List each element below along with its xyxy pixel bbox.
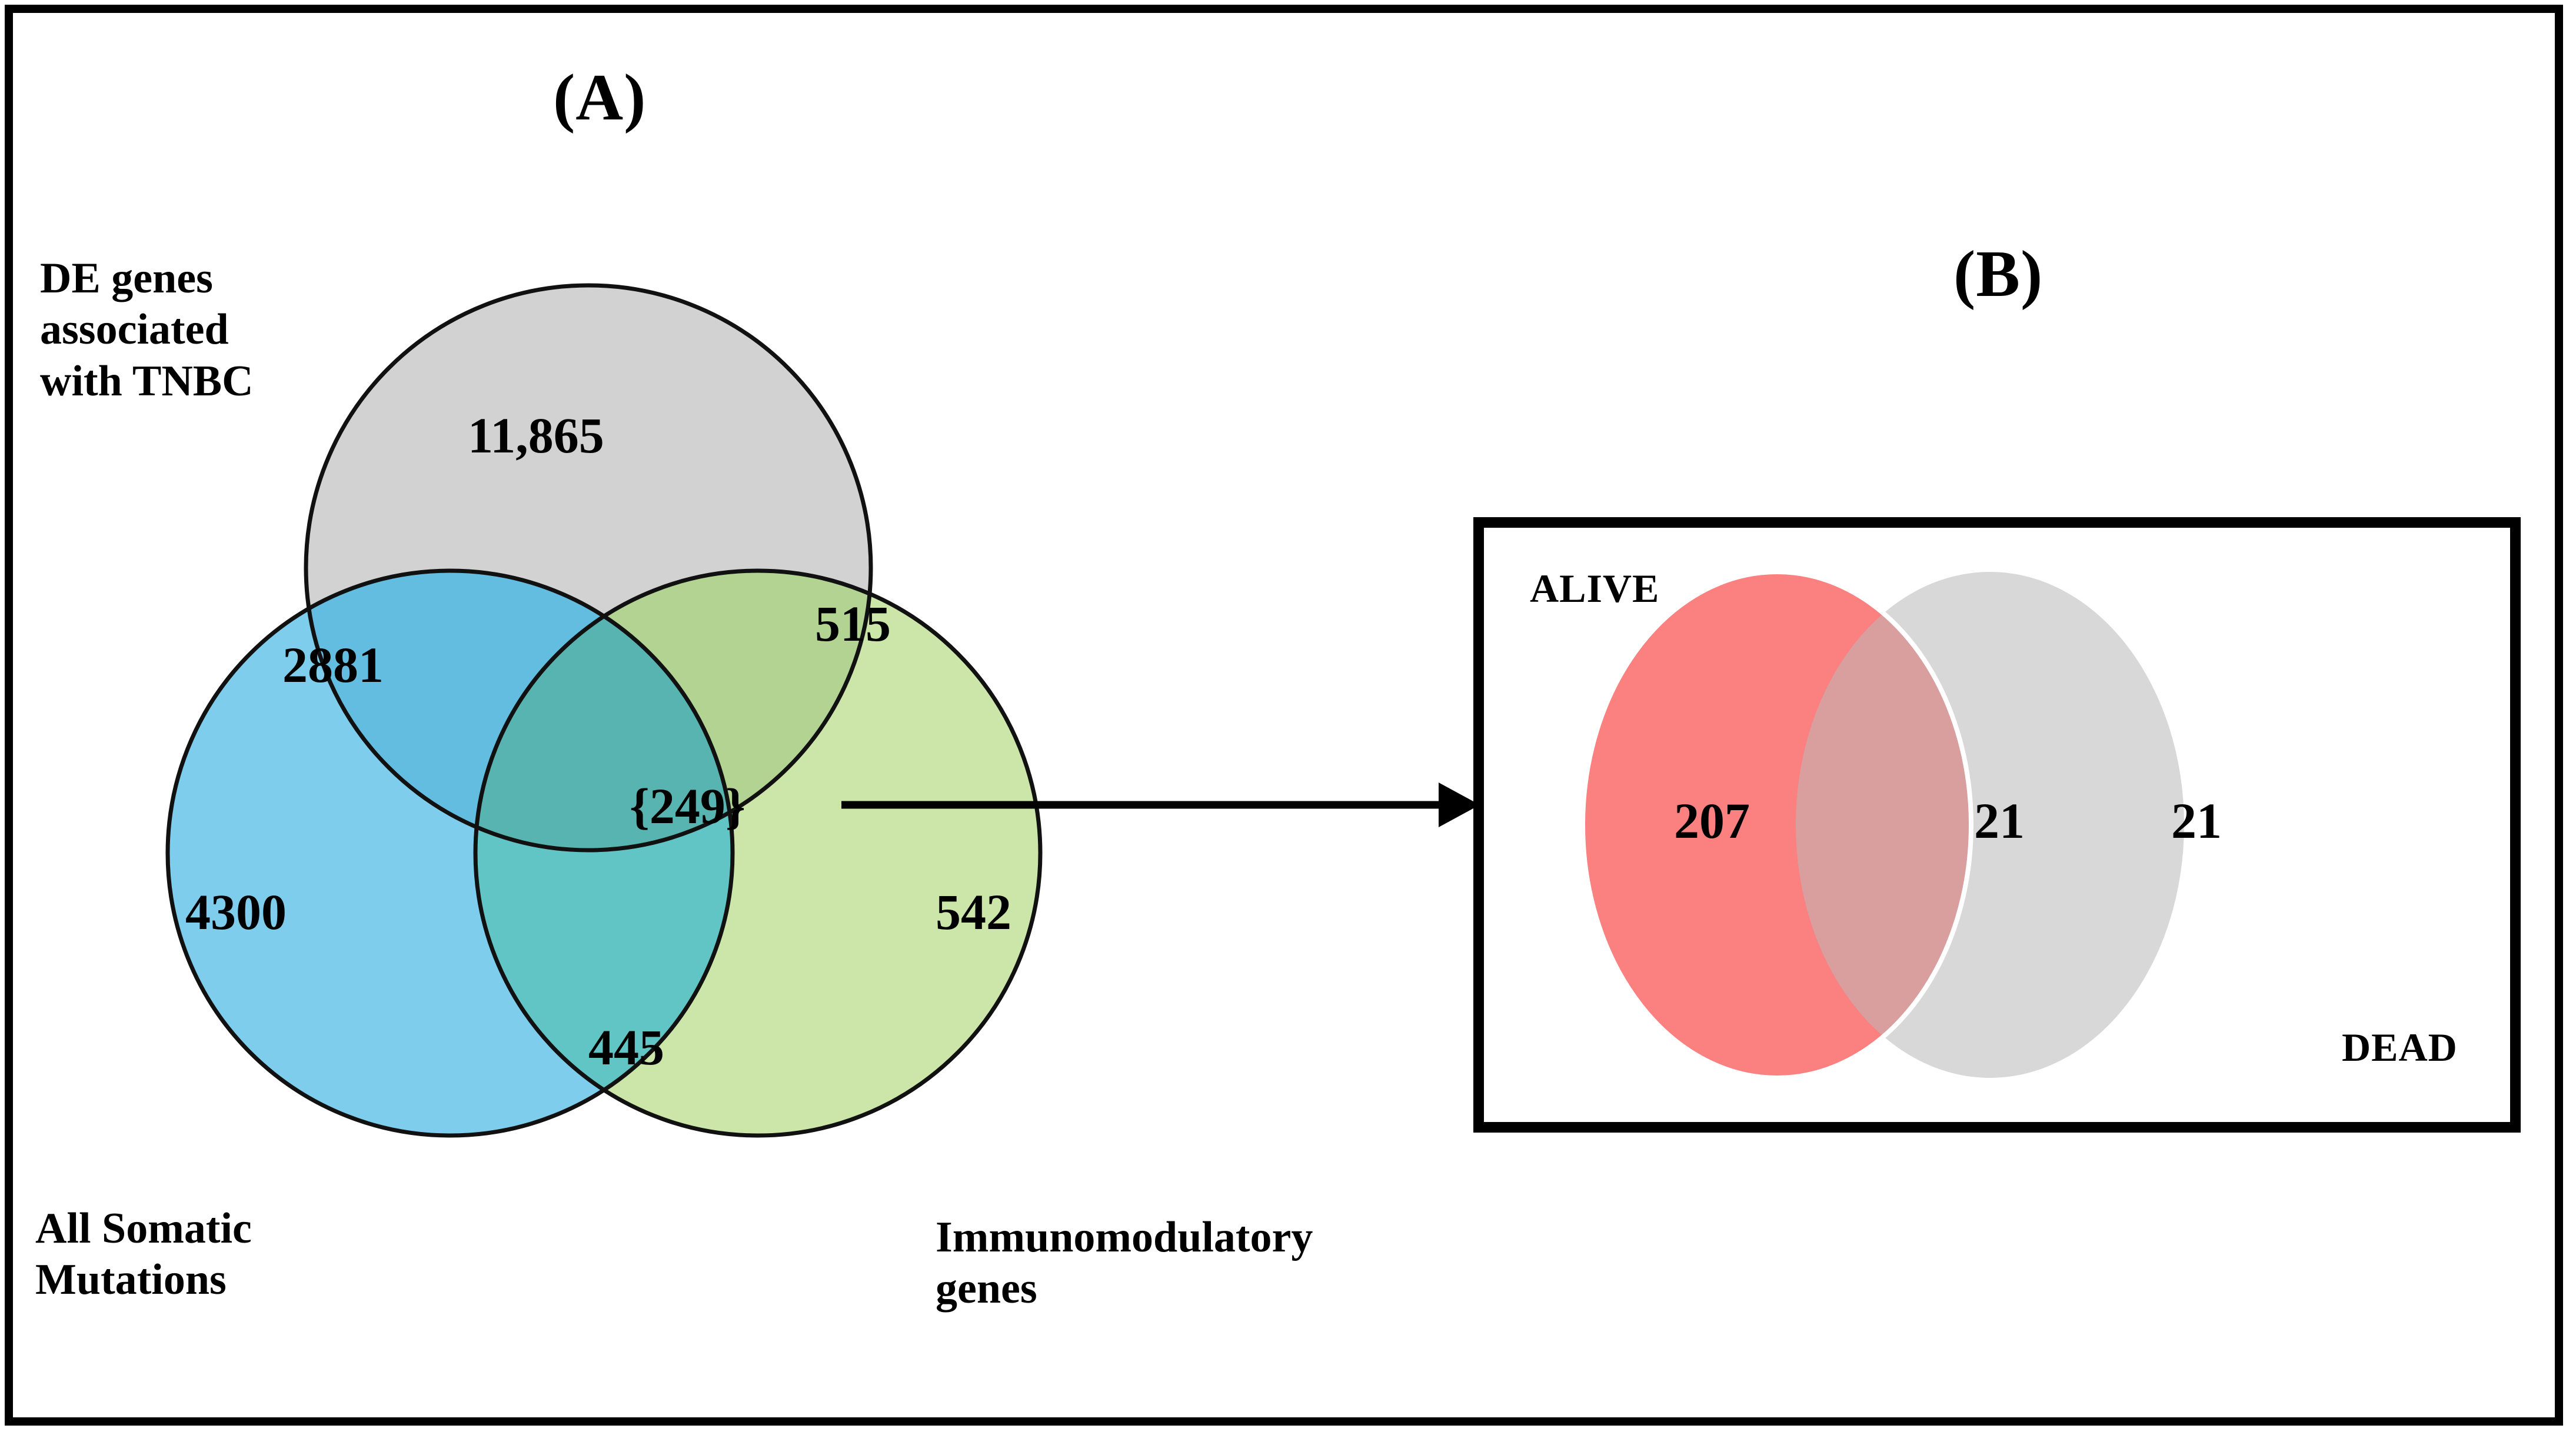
venn-value-all-three: {249} (630, 778, 745, 834)
arrow-249-to-panel-b (841, 783, 1480, 827)
panel-b-letter: (B) (1953, 238, 2044, 311)
set-label-dead: DEAD (2342, 1025, 2458, 1070)
panel-b-venn (1580, 570, 2184, 1080)
venn-value-gray-blue: 2881 (282, 637, 384, 693)
region-all-three-fill (475, 571, 733, 850)
set-label-somatic-mutations: All Somatic Mutations (35, 1204, 252, 1304)
venn-outline-green (473, 568, 1043, 1138)
venn-value-b-overlap: 21 (1974, 793, 2025, 849)
venn-value-gray-only: 11,865 (468, 407, 604, 464)
venn-value-dead-only: 21 (2171, 793, 2222, 849)
set-label-de-genes: DE genes associated with TNBC (40, 254, 254, 405)
venn-outline-blue (165, 568, 735, 1138)
venn-outline-alive (1580, 570, 1973, 1080)
venn-value-alive-only: 207 (1674, 793, 1750, 849)
venn-value-blue-only: 4300 (185, 884, 287, 940)
region-b-overlap-fill (1796, 572, 1971, 1078)
venn-value-green-only: 542 (936, 884, 1011, 940)
panel-a-letter: (A) (553, 61, 647, 134)
venn-value-blue-green: 445 (588, 1019, 664, 1076)
set-label-alive: ALIVE (1530, 566, 1660, 611)
venn-outline-gray (304, 283, 873, 853)
panel-a-venn (165, 283, 1043, 1138)
set-label-immunomodulatory: Immunomodulatory genes (936, 1213, 1313, 1313)
venn-value-gray-green: 515 (815, 595, 891, 652)
